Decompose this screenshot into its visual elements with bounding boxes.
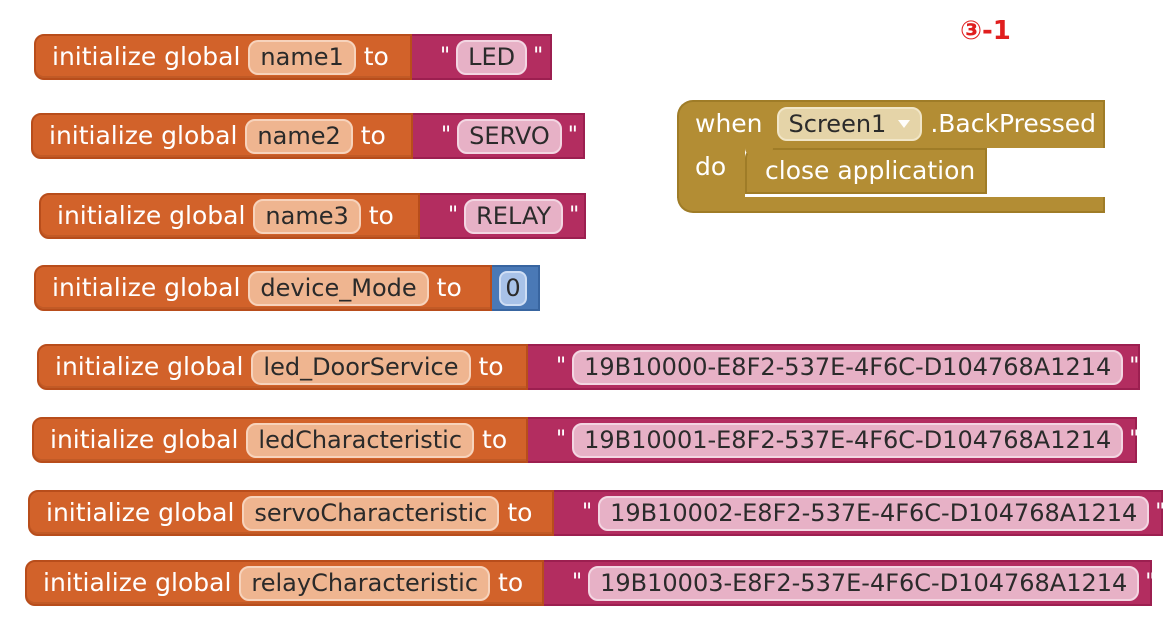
close-quote: ": [1129, 354, 1140, 379]
initialize-global-block[interactable]: initialize global ledCharacteristic to: [32, 417, 528, 463]
variable-name-field[interactable]: name3: [253, 198, 361, 234]
component-name: Screen1: [788, 110, 887, 138]
initialize-global-block[interactable]: initialize global name1 to: [34, 34, 412, 80]
number-value-field[interactable]: 0: [499, 270, 527, 306]
initialize-global-label: initialize global: [52, 273, 241, 302]
global-block-led-door-service[interactable]: initialize global led_DoorService to " 1…: [37, 344, 1140, 390]
open-quote: ": [448, 203, 459, 228]
close-quote: ": [1155, 500, 1166, 525]
initialize-global-block[interactable]: initialize global name3 to: [39, 193, 420, 239]
global-block-name1[interactable]: initialize global name1 to " LED ": [34, 34, 552, 80]
event-header: when Screen1 .BackPressed: [695, 106, 1096, 142]
do-label: do: [695, 152, 727, 181]
string-value-field[interactable]: LED: [456, 39, 528, 75]
string-value-block[interactable]: " SERVO ": [399, 113, 585, 159]
close-application-block[interactable]: close application: [745, 148, 987, 194]
to-label: to: [436, 273, 462, 302]
variable-name-field[interactable]: led_DoorService: [251, 349, 471, 385]
global-block-led-characteristic[interactable]: initialize global ledCharacteristic to "…: [32, 417, 1140, 463]
initialize-global-block[interactable]: initialize global device_Mode to: [34, 265, 492, 311]
variable-name-field[interactable]: relayCharacteristic: [239, 565, 491, 601]
string-value-field[interactable]: 19B10002-E8F2-537E-4F6C-D104768A1214: [598, 495, 1150, 531]
close-quote: ": [569, 203, 580, 228]
variable-name-field[interactable]: name1: [248, 39, 356, 75]
component-dropdown[interactable]: Screen1: [776, 107, 923, 141]
variable-name-field[interactable]: device_Mode: [248, 270, 429, 306]
close-application-label: close application: [765, 156, 976, 185]
back-pressed-event-block[interactable]: when Screen1 .BackPressed do close appli…: [677, 100, 1105, 213]
string-value-block[interactable]: " 19B10003-E8F2-537E-4F6C-D104768A1214 ": [530, 560, 1156, 606]
global-block-name2[interactable]: initialize global name2 to " SERVO ": [31, 113, 585, 159]
page-label: ③-1: [960, 16, 1011, 46]
when-label: when: [695, 109, 763, 138]
string-value-field[interactable]: RELAY: [464, 198, 564, 234]
close-quote: ": [1145, 570, 1156, 595]
string-value-block[interactable]: " 19B10000-E8F2-537E-4F6C-D104768A1214 ": [514, 344, 1140, 390]
global-block-device-mode[interactable]: initialize global device_Mode to 0: [34, 265, 540, 311]
number-value-block[interactable]: 0: [476, 265, 540, 311]
global-block-name3[interactable]: initialize global name3 to " RELAY ": [39, 193, 586, 239]
string-value-block[interactable]: " 19B10001-E8F2-537E-4F6C-D104768A1214 ": [514, 417, 1140, 463]
string-value-block[interactable]: " RELAY ": [406, 193, 586, 239]
to-label: to: [360, 121, 386, 150]
open-quote: ": [440, 44, 451, 69]
string-value-block[interactable]: " 19B10002-E8F2-537E-4F6C-D104768A1214 ": [540, 490, 1166, 536]
open-quote: ": [572, 570, 583, 595]
to-label: to: [478, 352, 504, 381]
string-value-field[interactable]: 19B10000-E8F2-537E-4F6C-D104768A1214: [572, 349, 1124, 385]
chevron-down-icon: [898, 120, 911, 128]
initialize-global-block[interactable]: initialize global servoCharacteristic to: [28, 490, 554, 536]
to-label: to: [368, 201, 394, 230]
initialize-global-label: initialize global: [49, 121, 238, 150]
to-label: to: [498, 568, 524, 597]
to-label: to: [363, 42, 389, 71]
initialize-global-label: initialize global: [52, 42, 241, 71]
variable-name-field[interactable]: ledCharacteristic: [246, 422, 475, 458]
event-name-label: .BackPressed: [930, 109, 1096, 138]
variable-name-field[interactable]: name2: [245, 118, 353, 154]
initialize-global-label: initialize global: [50, 425, 239, 454]
initialize-global-label: initialize global: [46, 498, 235, 527]
to-label: to: [482, 425, 508, 454]
string-value-field[interactable]: SERVO: [457, 118, 562, 154]
close-quote: ": [533, 44, 544, 69]
to-label: to: [507, 498, 533, 527]
open-quote: ": [582, 500, 593, 525]
open-quote: ": [556, 354, 567, 379]
string-value-block[interactable]: " LED ": [398, 34, 552, 80]
close-quote: ": [567, 123, 578, 148]
string-value-field[interactable]: 19B10003-E8F2-537E-4F6C-D104768A1214: [588, 565, 1140, 601]
string-value-field[interactable]: 19B10001-E8F2-537E-4F6C-D104768A1214: [572, 422, 1124, 458]
open-quote: ": [556, 427, 567, 452]
initialize-global-label: initialize global: [43, 568, 232, 597]
initialize-global-block[interactable]: initialize global name2 to: [31, 113, 413, 159]
close-quote: ": [1129, 427, 1140, 452]
initialize-global-block[interactable]: initialize global relayCharacteristic to: [25, 560, 544, 606]
global-block-servo-characteristic[interactable]: initialize global servoCharacteristic to…: [28, 490, 1166, 536]
event-block-bottom: [677, 197, 1105, 213]
global-block-relay-characteristic[interactable]: initialize global relayCharacteristic to…: [25, 560, 1156, 606]
initialize-global-block[interactable]: initialize global led_DoorService to: [37, 344, 528, 390]
event-block-left: [677, 148, 745, 198]
variable-name-field[interactable]: servoCharacteristic: [242, 495, 500, 531]
initialize-global-label: initialize global: [57, 201, 246, 230]
initialize-global-label: initialize global: [55, 352, 244, 381]
open-quote: ": [441, 123, 452, 148]
